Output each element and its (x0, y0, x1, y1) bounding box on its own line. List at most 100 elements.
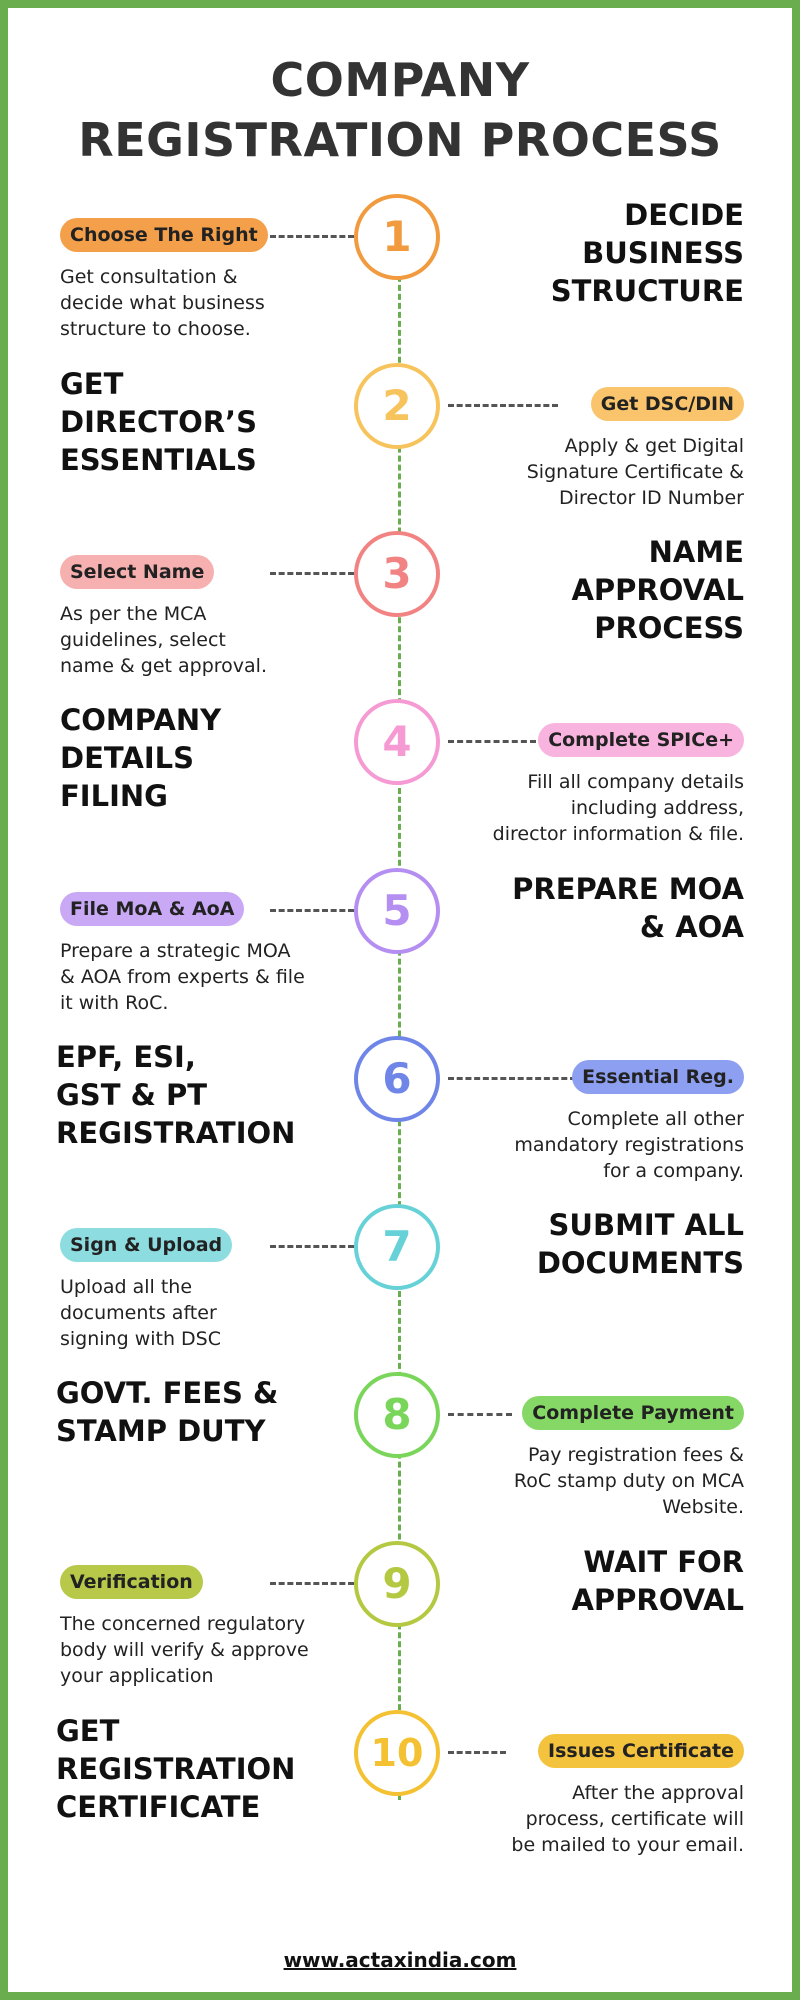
step-number-circle: 6 (354, 1036, 440, 1122)
heading-line: WAIT FOR (583, 1545, 744, 1579)
heading-line: DETAILS (60, 741, 195, 775)
step-tag: Complete Payment (522, 1396, 744, 1430)
description-line: Apply & get Digital (564, 435, 744, 457)
step-4: 4 Complete SPICe+ Fill all company details… (8, 699, 792, 899)
description-line: name & get approval. (60, 655, 268, 677)
description-line: Get consultation & (60, 266, 238, 288)
connector-dash (448, 1413, 512, 1416)
step-number-circle: 10 (354, 1710, 440, 1796)
description-line: your application (60, 1665, 214, 1687)
description-line: signing with DSC (60, 1328, 222, 1350)
heading-line: DOCUMENTS (536, 1246, 744, 1280)
connector-dash (448, 740, 536, 743)
step-description: Pay registration fees & RoC stamp duty on… (424, 1442, 744, 1520)
connector-dash (270, 1582, 354, 1585)
connector-dash (270, 572, 354, 575)
step-number-circle: 2 (354, 363, 440, 449)
step-tag: File MoA & AoA (60, 892, 245, 926)
description-line: After the approval (572, 1782, 744, 1804)
description-line: process, certificate will (525, 1808, 744, 1830)
step-number-circle: 9 (354, 1541, 440, 1627)
step-description: Complete all other mandatory registration… (424, 1106, 744, 1184)
step-3: 3 Select Name As per the MCA guidelines, se… (8, 531, 792, 731)
description-line: Pay registration fees & (527, 1444, 744, 1466)
heading-line: CERTIFICATE (56, 1790, 261, 1824)
step-description: After the approval process, certificate w… (424, 1780, 744, 1858)
description-line: structure to choose. (60, 318, 251, 340)
timeline-line (398, 240, 401, 1800)
heading-line: STRUCTURE (550, 274, 744, 308)
website-link[interactable]: www.actaxindia.com (283, 1948, 517, 1972)
step-number-circle: 7 (354, 1204, 440, 1290)
step-tag: Select Name (60, 555, 215, 589)
heading-line: EPF, ESI, (56, 1040, 196, 1074)
description-line: it with RoC. (60, 992, 169, 1014)
heading-line: NAME (648, 535, 744, 569)
step-heading: GOVT. FEES &STAMP DUTY (56, 1374, 356, 1450)
description-line: Website. (662, 1496, 744, 1518)
description-line: & AOA from experts & file (60, 966, 305, 988)
description-line: The concerned regulatory (60, 1613, 306, 1635)
description-line: for a company. (603, 1160, 744, 1182)
description-line: Director ID Number (559, 487, 744, 509)
description-line: including address, (570, 797, 744, 819)
step-tag: Essential Reg. (572, 1060, 744, 1094)
description-line: Prepare a strategic MOA (60, 940, 291, 962)
heading-line: STAMP DUTY (56, 1414, 266, 1448)
description-line: Signature Certificate & (526, 461, 744, 483)
step-number-circle: 1 (354, 194, 440, 280)
step-number-circle: 8 (354, 1372, 440, 1458)
description-line: RoC stamp duty on MCA (513, 1470, 744, 1492)
heading-line: PROCESS (594, 611, 744, 645)
heading-line: BUSINESS (582, 236, 744, 270)
step-tag: Complete SPICe+ (538, 723, 744, 757)
connector-dash (270, 909, 354, 912)
title-line-1: COMPANY (270, 53, 530, 107)
description-line: As per the MCA (60, 603, 207, 625)
description-line: Upload all the (60, 1276, 193, 1298)
heading-line: GST & PT (56, 1078, 207, 1112)
connector-dash (448, 1751, 506, 1754)
step-tag: Issues Certificate (538, 1734, 744, 1768)
page-title: COMPANY REGISTRATION PROCESS (8, 50, 792, 170)
heading-line: COMPANY (60, 703, 222, 737)
infographic: COMPANY REGISTRATION PROCESS 1 Choose The… (8, 8, 792, 1992)
step-number-circle: 3 (354, 531, 440, 617)
step-tag: Sign & Upload (60, 1228, 233, 1262)
heading-line: & AOA (639, 910, 744, 944)
description-line: guidelines, select (60, 629, 226, 651)
description-line: mandatory registrations (514, 1134, 744, 1156)
heading-line: REGISTRATION (56, 1752, 296, 1786)
step-number-circle: 4 (354, 699, 440, 785)
step-tag: Choose The Right (60, 218, 268, 252)
step-heading: PREPARE MOA& AOA (444, 870, 744, 946)
step-description: As per the MCA guidelines, select name & g… (60, 601, 360, 679)
description-line: documents after (60, 1302, 217, 1324)
heading-line: DIRECTOR’S (60, 405, 257, 439)
connector-dash (270, 235, 354, 238)
connector-dash (448, 404, 558, 407)
step-tag: Verification (60, 1565, 203, 1599)
step-description: Upload all the documents after signing wit… (60, 1274, 360, 1352)
step-6: 6 Essential Reg. Complete all other mandato… (8, 1036, 792, 1236)
description-line: Complete all other (567, 1108, 744, 1130)
description-line: be mailed to your email. (511, 1834, 744, 1856)
heading-line: ESSENTIALS (60, 443, 257, 477)
